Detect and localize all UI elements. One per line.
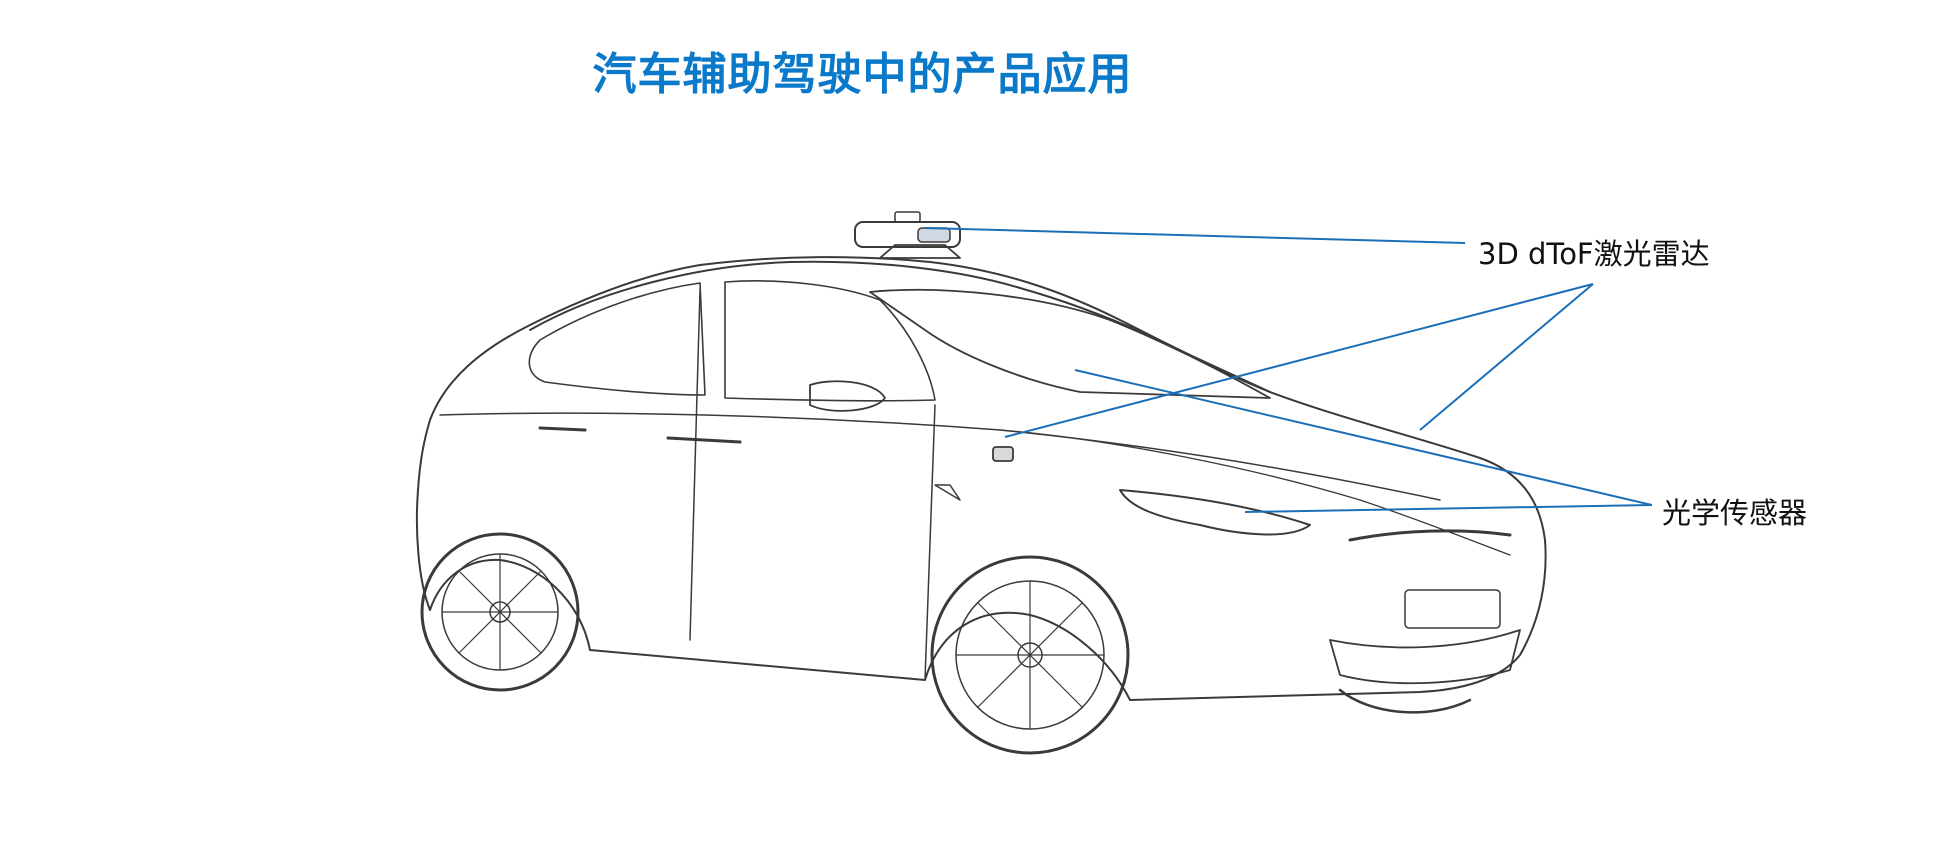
door-line-front [924, 404, 936, 681]
optical-leader-line-1 [1004, 283, 1594, 438]
front-right-wheel-hint [1338, 688, 1472, 714]
optical-leader-line-2 [1419, 283, 1594, 431]
car-roof [529, 260, 1271, 393]
hood-line [999, 429, 1511, 556]
car-sketch-illustration [415, 211, 1547, 755]
optical-leader-line-4 [1244, 504, 1653, 513]
rear-wheel [420, 532, 580, 692]
lidar-label: 3D dToF激光雷达 [1478, 237, 1710, 271]
car-body [415, 256, 1547, 701]
front-grille [1329, 629, 1521, 685]
windshield [869, 288, 1271, 399]
front-side-window [724, 280, 936, 402]
front-logo-bar [1348, 529, 1512, 542]
headlight [1119, 489, 1311, 536]
fender-vent [934, 484, 961, 501]
page-title: 汽车辅助驾驶中的产品应用 [592, 49, 1133, 100]
leader-lines [924, 227, 1653, 513]
fender-camera [992, 446, 1014, 462]
optical-leader-line-3 [1074, 369, 1653, 506]
door-handle-front [666, 436, 742, 444]
side-mirror [809, 380, 886, 412]
roof-lidar-unit [854, 211, 961, 259]
optical-sensor-label: 光学传感器 [1662, 496, 1808, 530]
license-plate [1404, 589, 1501, 629]
door-handle-rear [538, 426, 587, 432]
front-wheel [930, 555, 1130, 755]
lidar-leader-line [924, 227, 1466, 244]
belt-line [439, 412, 1441, 501]
door-line-rear [689, 289, 701, 641]
rear-side-window [528, 282, 706, 396]
